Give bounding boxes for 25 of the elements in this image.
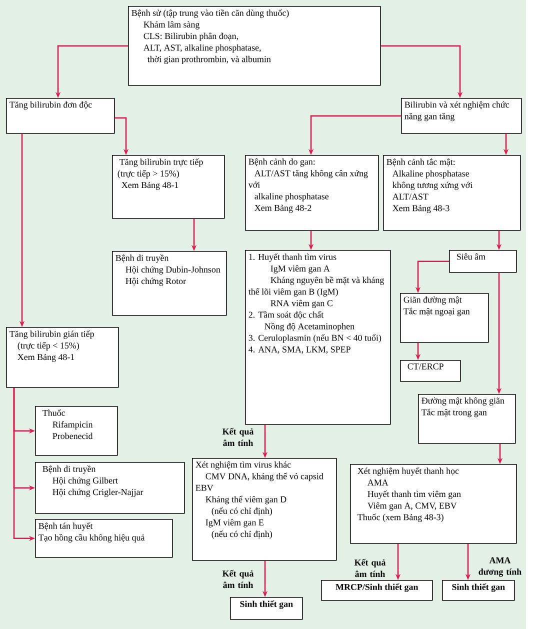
flowchart-box: Tăng bilirubin gián tiếp (trực tiếp < 15%) Xem Bảng 48-1	[6, 327, 119, 388]
edge-label: AMA dương tính	[478, 557, 522, 577]
flowchart-box: Bệnh di truyền Hội chứng Dubin-Johnson Hội chứng Rotor	[112, 251, 227, 316]
flowchart-box: MRCP/Sinh thiết gan	[321, 580, 433, 601]
flowchart-box: Bệnh tán huyết Tạo hồng cầu không hiệu quả	[35, 519, 173, 558]
flowchart-box: Bệnh di truyền Hội chứng Gilbert Hội chứng Crigler-Najjar	[35, 462, 185, 514]
flowchart-box: 1. Huyết thanh tìm virus IgM viêm gan A Kháng nguyên bề mặt và kháng thể lõi viêm gan B (IgM) RNA viêm gan C 2. Tầm soát độc chất Nồng độ Acetaminophen 3. Ceruloplasmin (nếu BN < 40 tuổi) 4. ANA, SMA, LKM, SPEP	[245, 250, 391, 425]
edge-label: Kết quả âm tính	[354, 558, 386, 578]
flowchart-box: Sinh thiết gan	[442, 580, 515, 601]
flowchart-box: Bilirubin và xét nghiệm chức năng gan tăng	[401, 98, 522, 134]
flowchart-box: Tăng bilirubin đơn độc	[6, 98, 115, 134]
flowchart-box: CT/ERCP	[400, 360, 461, 382]
flowchart-box: Tăng bilirubin trực tiếp (trực tiếp > 15%) Xem Bảng 48-1	[112, 155, 225, 219]
flowchart-box: Đường mật không giãn Tắc mật trong gan	[418, 394, 516, 444]
flowchart-box: Xét nghiệm tìm virus khác CMV DNA, kháng thể vỏ capsid EBV Kháng thể viêm gan D (nếu có chỉ định) IgM viêm gan E (nếu có chỉ định)	[192, 458, 337, 561]
flowchart-box: Xét nghiệm huyết thanh học AMA Huyết thanh tìm viêm gan Viêm gan A, CMV, EBV Thuốc (xem Bảng 48-3)	[350, 464, 517, 544]
flowchart-box: Siêu âm	[449, 250, 517, 273]
flowchart-box: Bệnh sử (tập trung vào tiền căn dùng thuốc) Khám lâm sàng CLS: Bilirubin phân đoạn, ALT, AST, alkaline phosphatase, thời gian prothrombin, và albumin	[128, 6, 381, 86]
flowchart-box: Thuốc Rifampicin Probenecid	[35, 406, 118, 456]
flowchart-box: Sinh thiết gan	[230, 597, 303, 620]
flowchart-box: Giãn đường mật Tắc mật ngoại gan	[400, 293, 489, 343]
edge-label: Kết quả âm tính	[222, 428, 254, 446]
flowchart-box: Bệnh cảnh tắc mật: Alkaline phosphatase không tương xứng với ALT/AST Xem Bảng 48-3	[383, 155, 521, 231]
flowchart-box: Bệnh cảnh do gan: ALT/AST tăng không cân xứng với alkaline phosphatase Xem Bảng 48-2	[245, 155, 379, 231]
edge-label: Kết quả âm tính	[222, 570, 254, 588]
